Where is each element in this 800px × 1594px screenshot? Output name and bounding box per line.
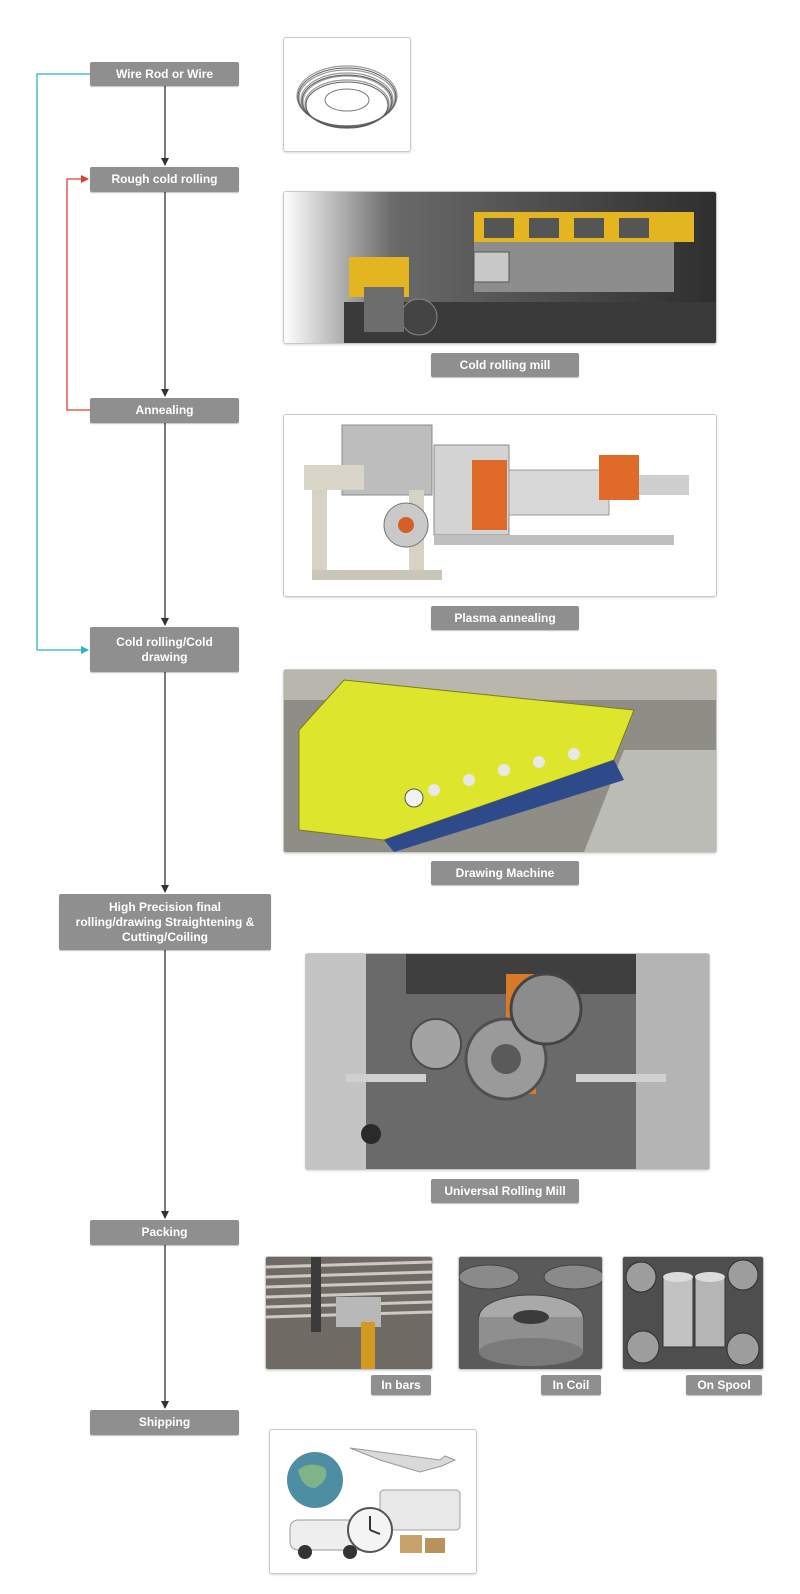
- arrow-annealing-return-loop: [66, 175, 90, 411]
- step-shipping: Shipping: [90, 1410, 239, 1435]
- step-high-precision: High Precision final rolling/drawing Str…: [59, 894, 271, 950]
- universal-rolling-mill-image: [305, 953, 710, 1170]
- step-annealing: Annealing: [90, 398, 239, 423]
- caption-cold-rolling-mill: Cold rolling mill: [431, 353, 579, 377]
- in-coil-image: [458, 1256, 603, 1370]
- caption-universal-rolling-mill: Universal Rolling Mill: [431, 1179, 579, 1203]
- caption-plasma-annealing: Plasma annealing: [431, 606, 579, 630]
- step-cold-rolling-drawing: Cold rolling/Cold drawing: [90, 627, 239, 672]
- caption-in-bars: In bars: [371, 1375, 431, 1395]
- caption-drawing-machine: Drawing Machine: [431, 861, 579, 885]
- drawing-machine-image: [283, 669, 717, 853]
- arrow-wire-bypass: [36, 73, 90, 654]
- cold-rolling-mill-image: [283, 191, 717, 344]
- shipping-image: [269, 1429, 477, 1574]
- step-packing: Packing: [90, 1220, 239, 1245]
- caption-in-coil: In Coil: [541, 1375, 601, 1395]
- step-wire-rod: Wire Rod or Wire: [90, 62, 239, 86]
- in-bars-image: [265, 1256, 433, 1370]
- wire-coil-image: [283, 37, 411, 152]
- caption-on-spool: On Spool: [686, 1375, 762, 1395]
- plasma-annealing-image: [283, 414, 717, 597]
- step-rough-cold-rolling: Rough cold rolling: [90, 167, 239, 192]
- on-spool-image: [622, 1256, 764, 1370]
